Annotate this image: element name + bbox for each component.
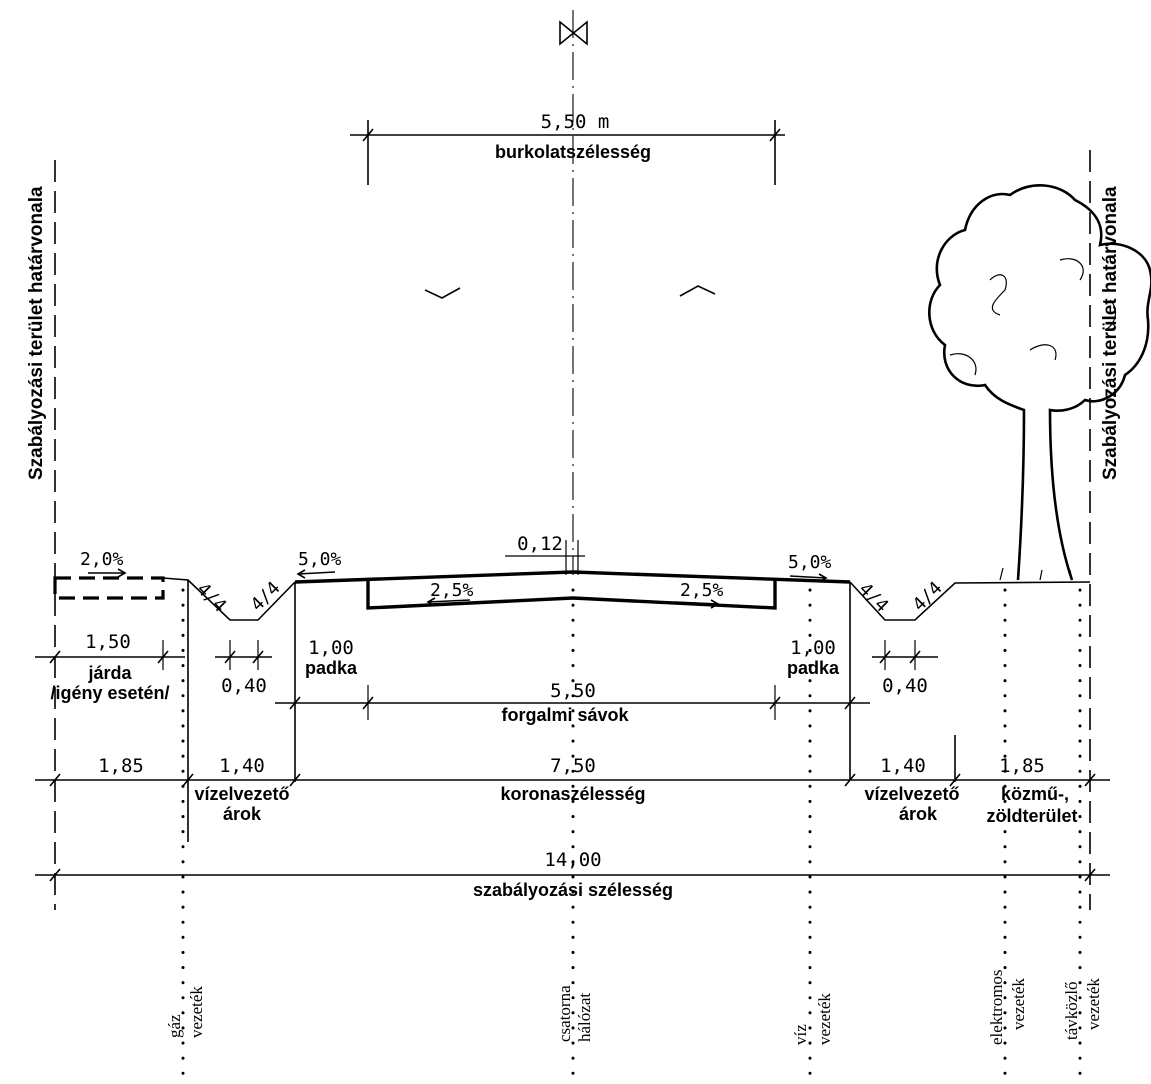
right-ditch-label: vízelvezető <box>864 784 959 804</box>
pavement-structure <box>366 579 777 610</box>
kozmu-label-2: zöldterület <box>986 806 1077 826</box>
slope-arrow-icon <box>88 568 127 578</box>
telecom-label: távközlő <box>1062 981 1081 1040</box>
sewer-label: csatorna <box>555 985 574 1042</box>
right-ditch-value: 1,40 <box>880 755 926 777</box>
boundary-right-label: Szabályozási terület határvonala <box>1100 186 1121 480</box>
telecom-label-2: vezeték <box>1084 978 1103 1030</box>
water-label-2: vezeték <box>815 993 834 1045</box>
padka-left-label: padka <box>305 658 358 678</box>
korona-label: koronaszélesség <box>500 784 645 804</box>
shoulder-left-slope: 5,0% <box>298 549 342 570</box>
right-ditch-profile <box>849 581 1091 621</box>
ditch-ratio-2: 4/4 <box>247 578 285 616</box>
pavement-top <box>294 570 851 584</box>
padka-left-value: 1,00 <box>308 637 354 659</box>
lane-right-slope: 2,5% <box>680 580 724 601</box>
sewer-label-2: hálózat <box>575 993 594 1042</box>
crown-width-value: 7,50 <box>550 755 596 777</box>
padka-right-value: 1,00 <box>790 637 836 659</box>
right-strip-value: 1,85 <box>999 755 1045 777</box>
ditch-ratio-4: 4/4 <box>909 578 947 616</box>
slope-arrow-icon <box>426 597 471 607</box>
mark-left-chevron <box>424 287 461 299</box>
left-strip-value: 1,85 <box>98 755 144 777</box>
north-arrow-icon <box>559 20 588 46</box>
left-ditch-label: vízelvezető <box>194 784 289 804</box>
shoulder-right-slope: 5,0% <box>788 552 832 573</box>
regulation-label: szabályozási szélesség <box>473 880 673 900</box>
slope-arrow-icon <box>296 569 336 579</box>
sidewalk-slope: 2,0% <box>80 549 124 570</box>
burkolat-label: burkolatszélesség <box>495 142 651 162</box>
left-ditch-profile <box>162 577 296 621</box>
right-ditch-label-2: árok <box>899 804 938 824</box>
lanes-value: 5,50 <box>550 680 596 702</box>
mark-right-chevron <box>679 285 716 297</box>
burkolat-value: 5,50 m <box>541 111 610 133</box>
gas-label-2: vezeték <box>187 986 206 1038</box>
tree-icon <box>928 184 1151 581</box>
kozmu-label: közmű-, <box>1001 784 1069 804</box>
left-ditch-label-2: árok <box>223 804 262 824</box>
crown-offset-value: 0,12 <box>517 533 563 555</box>
padka-right-label: padka <box>787 658 840 678</box>
slope-arrow-icon <box>674 599 720 609</box>
ditch-ratio-1: 4/4 <box>192 579 230 617</box>
left-ditch-value: 1,40 <box>219 755 265 777</box>
boundary-left-label: Szabályozási terület határvonala <box>26 186 47 480</box>
electric-label-2: vezeték <box>1009 978 1028 1030</box>
water-label: víz <box>791 1024 810 1045</box>
sidewalk-width-value: 1,50 <box>85 631 131 653</box>
sidewalk-outline <box>53 576 165 600</box>
slope-arrow-icon <box>789 573 828 583</box>
lanes-label: forgalmi sávok <box>501 705 629 725</box>
jarda-label: járda <box>87 663 132 683</box>
regulation-width-value: 14,00 <box>544 849 601 871</box>
ditch-ratio-3: 4/4 <box>854 579 892 617</box>
electric-label: elektromos <box>987 969 1006 1045</box>
ditch-bottom-right-value: 0,40 <box>882 675 928 697</box>
gas-label: gáz <box>165 1014 184 1038</box>
ditch-bottom-left-value: 0,40 <box>221 675 267 697</box>
jarda-label-2: /igény esetén/ <box>50 683 169 703</box>
lane-left-slope: 2,5% <box>430 580 474 601</box>
